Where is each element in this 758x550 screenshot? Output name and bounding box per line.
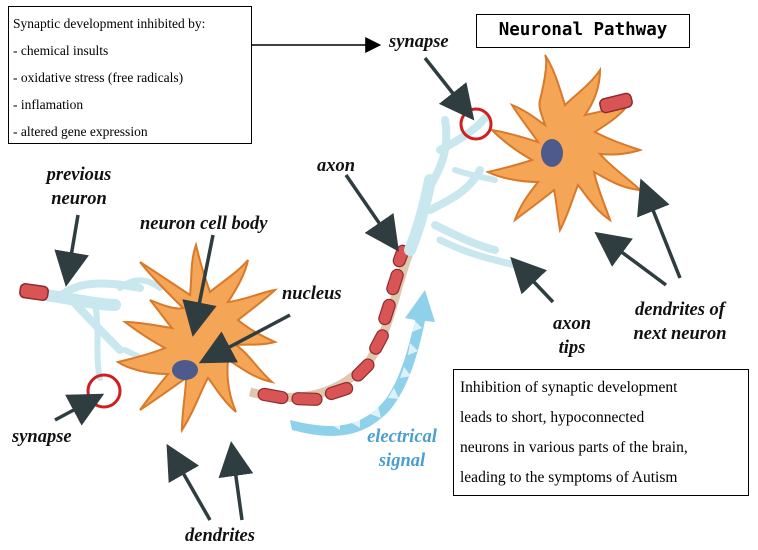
inhibitor-item: - altered gene expression <box>13 118 247 145</box>
note-line: neurons in various parts of the brain, <box>460 433 742 463</box>
axon-tips <box>410 118 515 265</box>
inhibitors-heading: Synaptic development inhibited by: <box>13 10 247 37</box>
label-synapse-left: synapse <box>12 425 72 449</box>
diagram-title: Neuronal Pathway <box>476 14 690 48</box>
label-axon-tips-line2: tips <box>542 336 602 360</box>
label-electrical-signal-line1: electrical <box>355 425 449 449</box>
note-line: Inhibition of synaptic development <box>460 373 742 403</box>
label-electrical-signal: electrical signal <box>355 425 449 473</box>
left-nucleus <box>172 360 198 380</box>
label-dendrites-next-line1: dendrites of <box>620 298 740 322</box>
inhibitors-box: Synaptic development inhibited by: - che… <box>8 6 252 144</box>
label-axon-tips: axon tips <box>542 312 602 360</box>
next-neuron-axon-start <box>599 92 633 113</box>
left-cell-body <box>118 245 275 430</box>
label-dendrites: dendrites <box>185 524 255 548</box>
right-nucleus <box>541 139 563 167</box>
inhibitor-item: - inflamation <box>13 91 247 118</box>
label-nucleus: nucleus <box>282 282 342 306</box>
label-neuron-cell-body: neuron cell body <box>140 212 267 236</box>
label-dendrites-next-neuron: dendrites of next neuron <box>620 298 740 346</box>
label-previous-neuron-line1: previous <box>42 163 116 187</box>
previous-neuron-axon-end <box>19 283 49 301</box>
right-cell-body <box>488 55 640 230</box>
inhibitor-item: - oxidative stress (free radicals) <box>13 64 247 91</box>
label-synapse-top: synapse <box>389 30 449 54</box>
label-previous-neuron: previous neuron <box>42 163 116 211</box>
label-axon: axon <box>317 154 355 178</box>
inhibitor-item: - chemical insults <box>13 37 247 64</box>
label-dendrites-next-line2: next neuron <box>620 322 740 346</box>
label-axon-tips-line1: axon <box>542 312 602 336</box>
synapse-circle-left <box>88 375 120 407</box>
note-line: leading to the symptoms of Autism <box>460 463 742 493</box>
note-line: leads to short, hypoconnected <box>460 403 742 433</box>
label-previous-neuron-line2: neuron <box>42 187 116 211</box>
autism-note-box: Inhibition of synaptic development leads… <box>453 369 749 496</box>
label-electrical-signal-line2: signal <box>355 449 449 473</box>
